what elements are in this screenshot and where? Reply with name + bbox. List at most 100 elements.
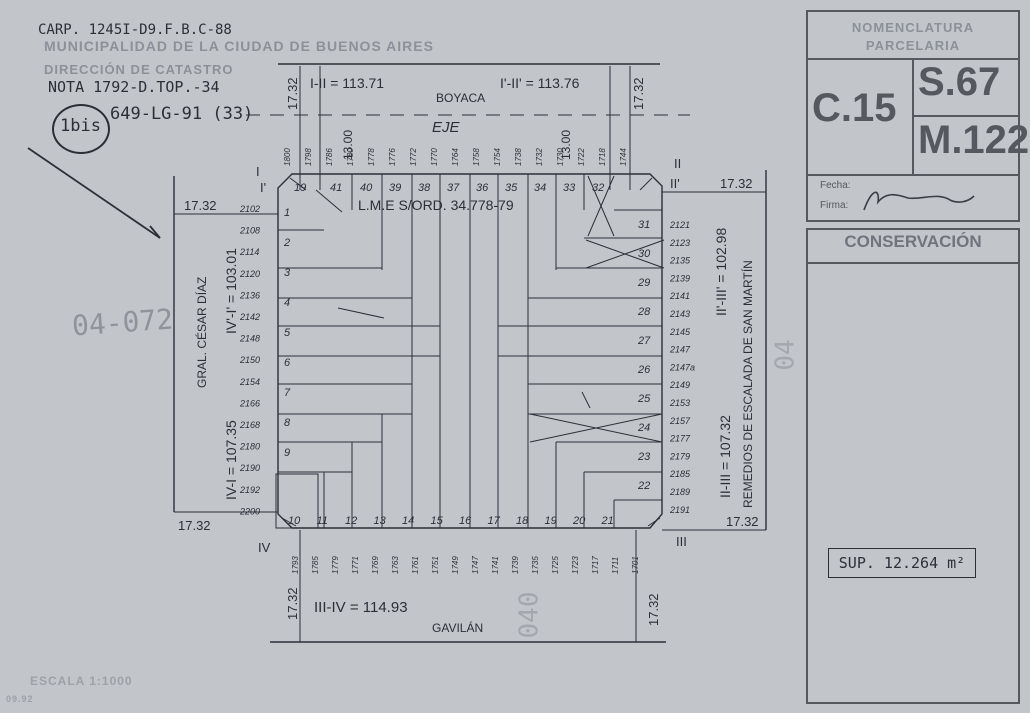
parcel-number: 21: [601, 515, 614, 527]
parcel-number: 25: [637, 393, 651, 405]
ochava-left-bottom: 17.32: [178, 518, 211, 533]
door-number: 2142: [239, 312, 260, 322]
scale-label: ESCALA 1:1000: [30, 674, 133, 688]
door-number: 1779: [331, 556, 340, 574]
door-number: 2139: [669, 273, 690, 283]
parcel-number: 37: [447, 182, 460, 194]
nomenclatura-label: NOMENCLATURA: [851, 20, 975, 35]
street-bottom: GAVILÁN: [432, 620, 483, 635]
block-plan: BOYACA GAVILÁN GRAL. CÉSAR DÍAZ REMEDIOS…: [27, 63, 767, 643]
door-number: 2190: [239, 463, 260, 473]
door-number: 1718: [598, 148, 607, 166]
parcel-number: 15: [431, 515, 444, 527]
door-number: 2179: [669, 451, 690, 461]
door-number: 2153: [669, 398, 690, 408]
door-number: 2121: [669, 220, 690, 230]
door-number: 1785: [311, 556, 320, 574]
door-number: 1754: [493, 148, 502, 166]
door-number: 1776: [388, 148, 397, 166]
nomenclature-panel: [806, 10, 1020, 222]
parcel-number: 3: [284, 267, 291, 279]
parcel-number: 26: [637, 364, 651, 376]
dim-left-inner: IV'-I' = 103.01: [223, 248, 239, 334]
parcel-number: 6: [284, 357, 291, 369]
door-number: 1769: [371, 556, 380, 574]
door-number: 2180: [239, 442, 260, 452]
ochava-top-left: 17.32: [285, 77, 300, 110]
door-number: 1749: [451, 556, 460, 574]
parcel-number: 38: [418, 182, 431, 194]
door-number: 2145: [669, 327, 691, 337]
door-number: 1772: [409, 148, 418, 166]
signature-icon: [863, 191, 975, 211]
door-number: 1763: [391, 556, 400, 574]
door-number: 1732: [535, 148, 544, 166]
door-number: 2166: [239, 398, 260, 408]
ochava-left-top: 17.32: [184, 198, 217, 213]
ochava-right-top: 17.32: [720, 176, 753, 191]
superficie-value: SUP. 12.264 m²: [828, 548, 976, 578]
door-number: 1739: [511, 556, 520, 574]
door-number: 1747: [471, 556, 480, 574]
lme-label: L.M.E S/ORD. 34.778-79: [358, 197, 514, 213]
door-number: 1701: [631, 556, 640, 574]
parcel-number: 33: [563, 182, 576, 194]
eje-label: EJE: [432, 119, 461, 136]
panel-divider-lower: [806, 174, 1018, 176]
conservacion-label: CONSERVACIÓN: [844, 232, 982, 251]
circunscripcion-value: C.15: [812, 86, 897, 130]
door-number: 2185: [669, 469, 691, 479]
door-number: 2168: [239, 420, 260, 430]
dim-top-right: I'-II' = 113.76: [500, 75, 580, 91]
parcel-number: 22: [637, 480, 650, 492]
door-number: 1758: [472, 148, 481, 166]
door-number: 1730: [556, 148, 565, 166]
parcel-number: 13: [374, 515, 387, 527]
door-number: 1722: [577, 148, 586, 166]
door-number: 1717: [591, 556, 600, 574]
corner-I: I: [256, 164, 260, 179]
conservation-panel: [806, 228, 1020, 704]
dim-top-left: I-II = 113.71: [310, 75, 384, 91]
municipality-title: MUNICIPALIDAD DE LA CIUDAD DE BUENOS AIR…: [44, 38, 434, 54]
door-number: 1793: [291, 556, 300, 574]
parcel-number: 27: [637, 335, 651, 347]
door-number: 2123: [669, 238, 690, 248]
parcel-number: 2: [283, 237, 290, 249]
corner-II: II: [674, 156, 681, 171]
door-number: 1738: [514, 148, 523, 166]
door-number: 2120: [239, 269, 260, 279]
door-number: 2148: [239, 334, 260, 344]
plan-linework: [27, 63, 767, 643]
door-number: 2191: [669, 505, 690, 515]
door-number: 1735: [531, 556, 540, 574]
parcel-number: 12: [345, 515, 357, 527]
street-right: REMEDIOS DE ESCALADA DE SAN MARTÍN: [740, 260, 755, 508]
parcel-number: 5: [284, 327, 291, 339]
parcel-number: 4: [284, 297, 290, 309]
door-number: 2102: [239, 204, 260, 214]
door-number: 2154: [239, 377, 260, 387]
department-title: DIRECCIÓN DE CATASTRO: [44, 62, 234, 77]
parcel-number: 30: [638, 248, 651, 260]
street-left: GRAL. CÉSAR DÍAZ: [194, 277, 209, 388]
door-number: 2147a: [669, 362, 695, 372]
door-number: 1711: [611, 557, 620, 574]
corner-IV: IV: [258, 540, 271, 555]
corner-labels: I I' II II' III IV: [256, 156, 687, 555]
parcel-number: 23: [637, 451, 651, 463]
setback-left: 13.00: [341, 130, 355, 160]
door-number: 1751: [431, 556, 440, 574]
door-number: 2189: [669, 487, 690, 497]
door-number: 2200: [239, 506, 260, 516]
door-number: 1761: [411, 556, 420, 574]
door-number: 1780: [346, 148, 355, 166]
ochava-right-bottom: 17.32: [726, 514, 759, 529]
door-number: 1778: [367, 148, 376, 166]
fecha-label: Fecha:: [820, 180, 851, 191]
parcel-number: 41: [330, 182, 342, 194]
parcel-number: 31: [638, 219, 650, 231]
door-number: 2143: [669, 309, 690, 319]
